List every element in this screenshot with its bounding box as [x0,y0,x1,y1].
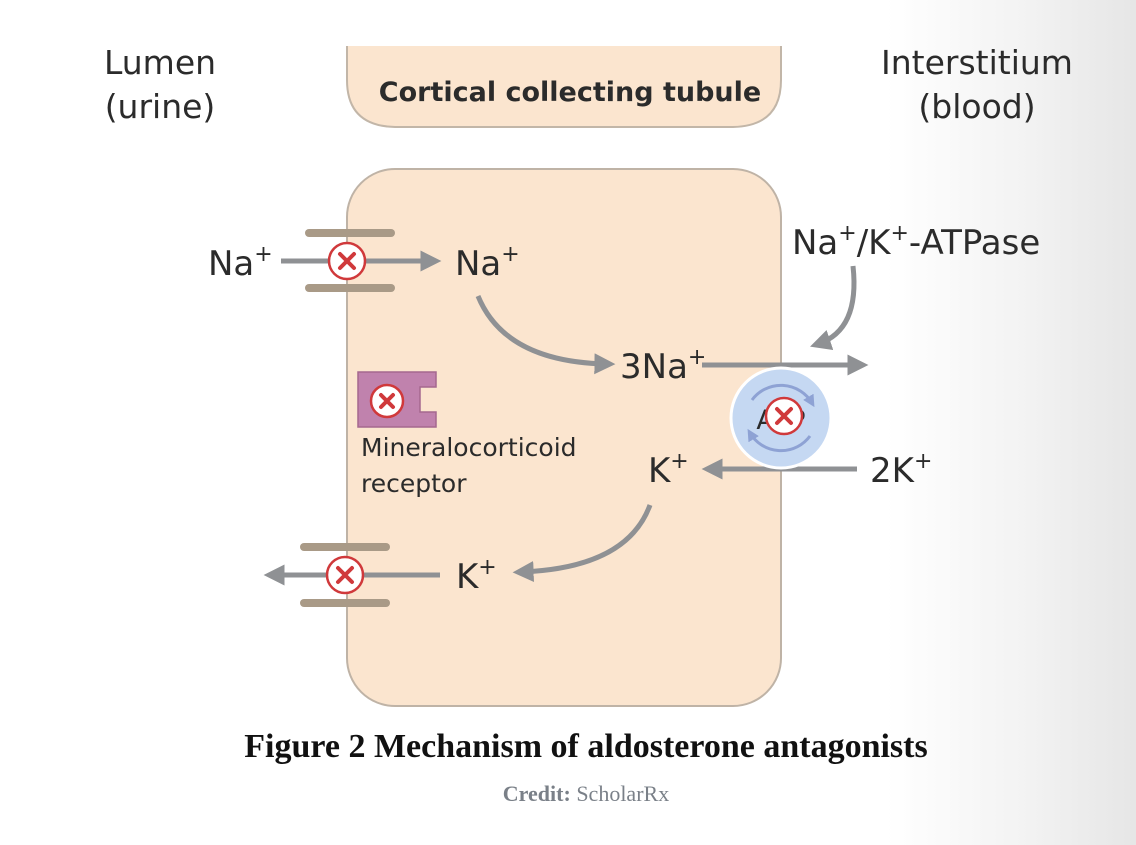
mineralocorticoid-receptor-icon [357,371,437,428]
credit-line: Credit: ScholarRx [0,781,1136,807]
na-cell-label: Na+ [455,242,520,284]
figure-caption: Figure 2 Mechanism of aldosterone antago… [244,728,928,765]
receptor-label: Mineralocorticoid receptor [361,433,577,498]
tubule-label: Cortical collecting tubule [379,77,761,108]
na-channel-block-icon [327,241,367,281]
svg-text:(urine): (urine) [105,87,216,126]
k-channel [263,543,440,607]
na-channel [281,229,442,292]
receptor-block-icon [369,383,405,419]
k-lumen-label: K+ [456,555,497,597]
svg-text:Interstitium: Interstitium [881,43,1073,82]
k-cell-label: K+ [648,449,689,491]
pump-label: Na+/K+-ATPase [792,221,1040,263]
lumen-label: Lumen (urine) [104,43,216,126]
interstitium-label: Interstitium (blood) [881,43,1073,126]
svg-text:Lumen: Lumen [104,43,216,82]
three-na-label: 3Na+ [620,345,706,387]
credit-source: ScholarRx [576,781,670,806]
na-lumen-label: Na+ [208,242,273,284]
k-cell-to-lumen-arrow [512,504,653,583]
svg-text:(blood): (blood) [918,87,1035,126]
na-k-atpase-pump: ATP [729,366,833,470]
k-channel-block-icon [325,555,365,595]
pump-block-icon [764,396,804,436]
svg-text:Mineralocorticoid: Mineralocorticoid [361,433,577,462]
pump-label-arrow [810,265,857,350]
na-to-3na-arrow [475,295,616,375]
tubule-header: Cortical collecting tubule [346,46,782,128]
two-k-label: 2K+ [870,449,932,491]
credit-label: Credit: [502,781,571,806]
svg-text:receptor: receptor [361,469,467,498]
